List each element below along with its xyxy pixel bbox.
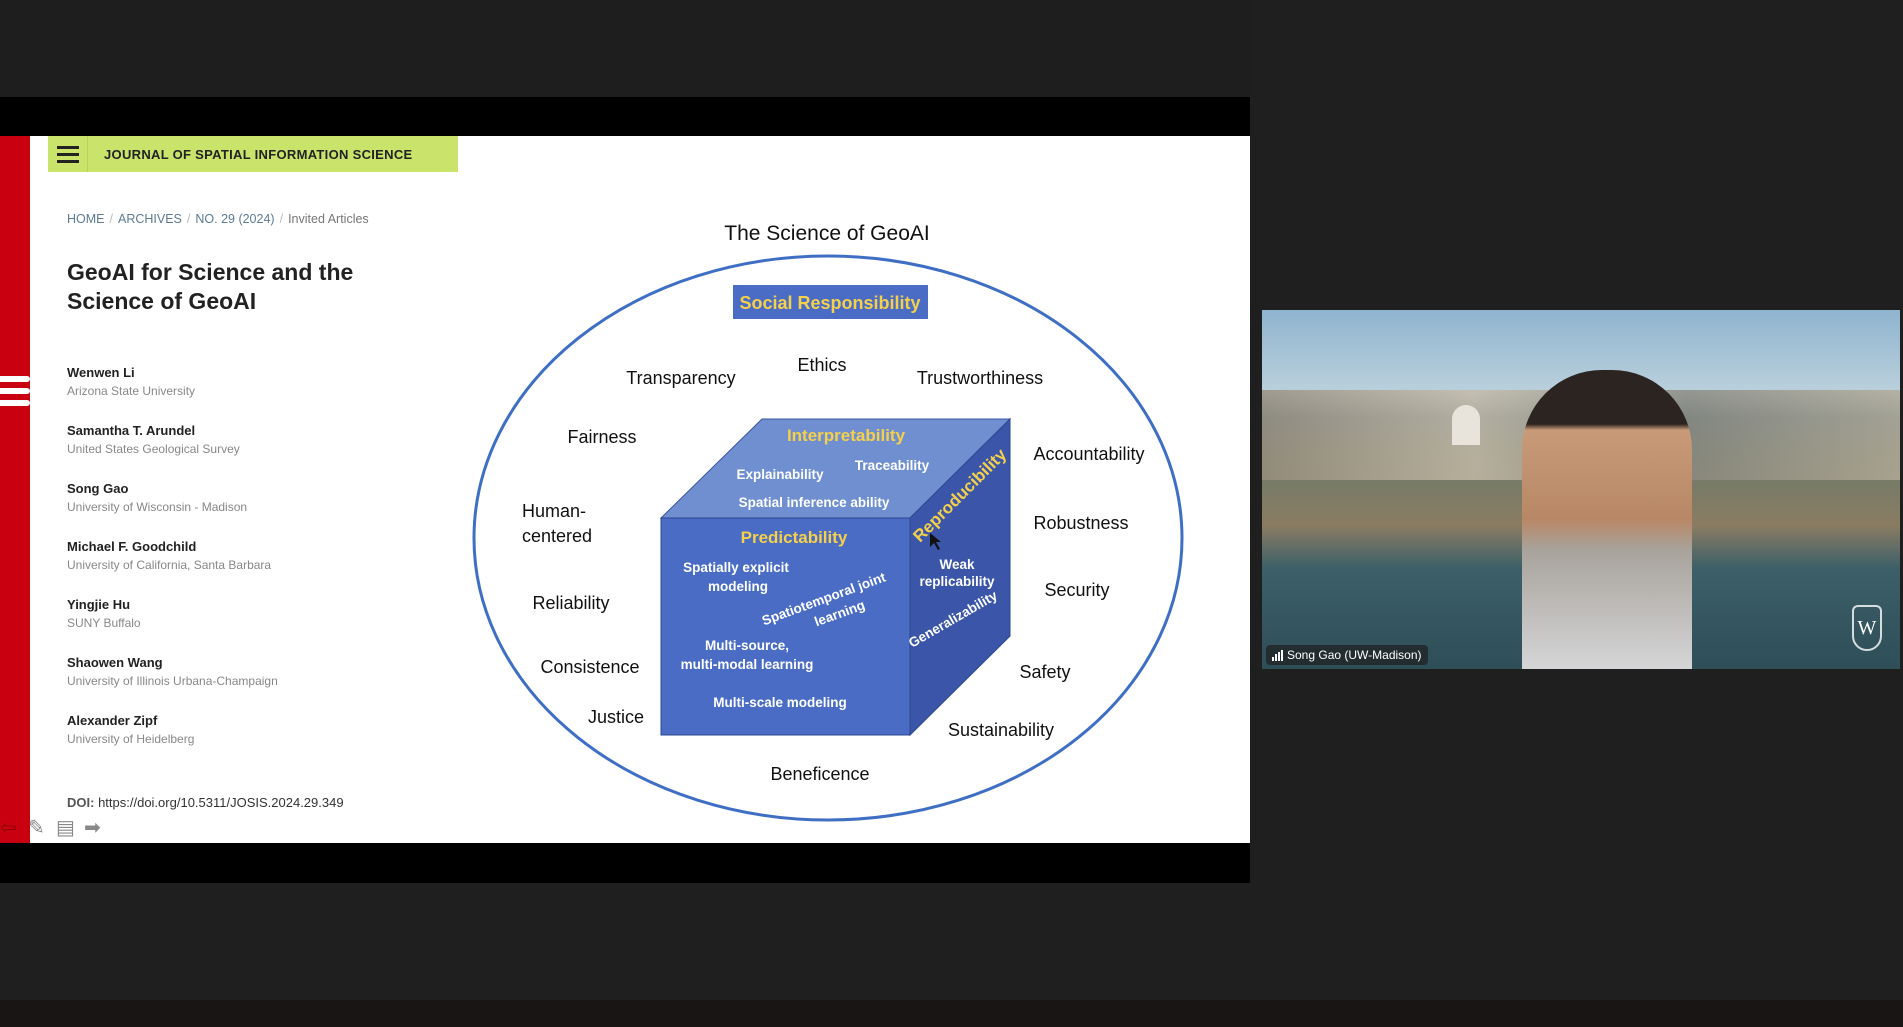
author-name: Michael F. Goodchild <box>67 539 197 554</box>
breadcrumb-issue[interactable]: NO. 29 (2024) <box>195 212 275 226</box>
author-affiliation: Arizona State University <box>67 384 196 398</box>
label-ethics: Ethics <box>797 355 846 375</box>
logo-wave <box>0 388 30 394</box>
cube-predictability: Predictability <box>741 528 848 547</box>
label-consistence: Consistence <box>540 657 639 677</box>
journal-header: JOURNAL OF SPATIAL INFORMATION SCIENCE <box>48 136 458 172</box>
label-reliability: Reliability <box>532 593 609 613</box>
breadcrumb-current: Invited Articles <box>288 212 369 226</box>
author: Wenwen Li Arizona State University <box>67 365 195 398</box>
journal-title[interactable]: JOURNAL OF SPATIAL INFORMATION SCIENCE <box>104 146 413 162</box>
shared-screen: JOURNAL OF SPATIAL INFORMATION SCIENCE H… <box>0 136 1250 843</box>
social-responsibility-box <box>733 285 928 319</box>
label-justice: Justice <box>588 707 644 727</box>
author-name: Song Gao <box>67 481 129 496</box>
author-name: Wenwen Li <box>67 365 135 380</box>
outer-ellipse <box>472 254 1184 822</box>
author-name: Shaowen Wang <box>67 655 163 670</box>
cube-interpretability: Interpretability <box>787 426 906 445</box>
label-accountability: Accountability <box>1033 444 1144 464</box>
label-human-centered: Human- <box>522 501 586 521</box>
logo-wave <box>0 400 30 406</box>
author-affiliation: University of California, Santa Barbara <box>67 558 272 572</box>
doi: DOI: https://doi.org/10.5311/JOSIS.2024.… <box>67 795 344 810</box>
cube-multi-source: Multi-source, <box>705 638 789 653</box>
label-sustainability: Sustainability <box>948 720 1054 740</box>
uw-crest-logo: W <box>1852 605 1882 651</box>
social-responsibility-label: Social Responsibility <box>739 293 920 313</box>
doi-label: DOI: <box>67 795 95 810</box>
label-robustness: Robustness <box>1033 513 1128 533</box>
author-name: Yingjie Hu <box>67 597 131 612</box>
meeting-top-area <box>0 0 1250 97</box>
bottom-bar <box>0 1000 1903 1027</box>
letterbox-top <box>0 97 1250 136</box>
author-affiliation: United States Geological Survey <box>67 442 240 456</box>
author-affiliation: University of Heidelberg <box>67 732 195 746</box>
cube-spatially-explicit: Spatially explicit <box>683 560 789 575</box>
participant-video[interactable]: W Song Gao (UW-Madison) <box>1262 310 1900 669</box>
article-title: GeoAI for Science and the Science of Geo… <box>67 259 354 314</box>
geoai-diagram: The Science of GeoAI Social Responsibili… <box>472 222 1184 822</box>
red-sidebar <box>0 136 30 843</box>
presentation-toolbar: ⇦ ✎ ▤ ➡ <box>0 818 106 838</box>
label-safety: Safety <box>1019 662 1070 682</box>
diagram-title: The Science of GeoAI <box>724 222 929 245</box>
cube-traceability: Traceability <box>855 458 930 473</box>
author-affiliation: University of Illinois Urbana-Champaign <box>67 674 278 688</box>
capitol-dome <box>1452 405 1480 445</box>
breadcrumb-home[interactable]: HOME <box>67 212 105 226</box>
participant-name-tag: Song Gao (UW-Madison) <box>1266 645 1428 665</box>
outer-labels: Transparency Ethics Trustworthiness Fair… <box>522 355 1145 784</box>
label-security: Security <box>1044 580 1109 600</box>
label-human-centered-2: centered <box>522 526 592 546</box>
cube-spatially-explicit-2: modeling <box>708 579 768 594</box>
label-beneficence: Beneficence <box>770 764 869 784</box>
author: Yingjie Hu SUNY Buffalo <box>67 597 141 630</box>
breadcrumb-archives[interactable]: ARCHIVES <box>117 212 182 226</box>
mouse-cursor-icon <box>930 533 941 550</box>
author-affiliation: SUNY Buffalo <box>67 616 141 630</box>
hamburger-menu-icon[interactable] <box>48 136 88 172</box>
author-name: Alexander Zipf <box>67 713 158 728</box>
doi-link[interactable]: https://doi.org/10.5311/JOSIS.2024.29.34… <box>98 795 344 810</box>
cube-weak-replicability: Weak <box>939 557 975 572</box>
author-name: Samantha T. Arundel <box>67 423 196 438</box>
participant-person <box>1522 370 1692 669</box>
cube-front-face <box>660 517 911 736</box>
menu-icon[interactable]: ▤ <box>56 817 75 839</box>
participant-name: Song Gao (UW-Madison) <box>1287 648 1422 662</box>
pen-icon[interactable]: ✎ <box>28 817 45 839</box>
label-transparency: Transparency <box>626 368 735 388</box>
breadcrumb: HOME/ARCHIVES/NO. 29 (2024)/Invited Arti… <box>67 212 369 226</box>
label-trustworthiness: Trustworthiness <box>917 368 1043 388</box>
letterbox-bottom <box>0 843 1250 883</box>
back-arrow-icon[interactable]: ⇦ <box>0 817 17 839</box>
cube-explainability: Explainability <box>736 467 824 482</box>
signal-strength-icon <box>1272 649 1283 661</box>
forward-arrow-icon[interactable]: ➡ <box>84 817 101 839</box>
logo-wave <box>0 376 30 382</box>
cube-spatial-inference: Spatial inference ability <box>739 495 890 510</box>
cube-weak-replicability-2: replicability <box>919 574 995 589</box>
author-affiliation: University of Wisconsin - Madison <box>67 500 248 514</box>
cube-multi-modal: multi-modal learning <box>681 657 814 672</box>
label-fairness: Fairness <box>567 427 636 447</box>
cube-multi-scale: Multi-scale modeling <box>713 695 847 710</box>
